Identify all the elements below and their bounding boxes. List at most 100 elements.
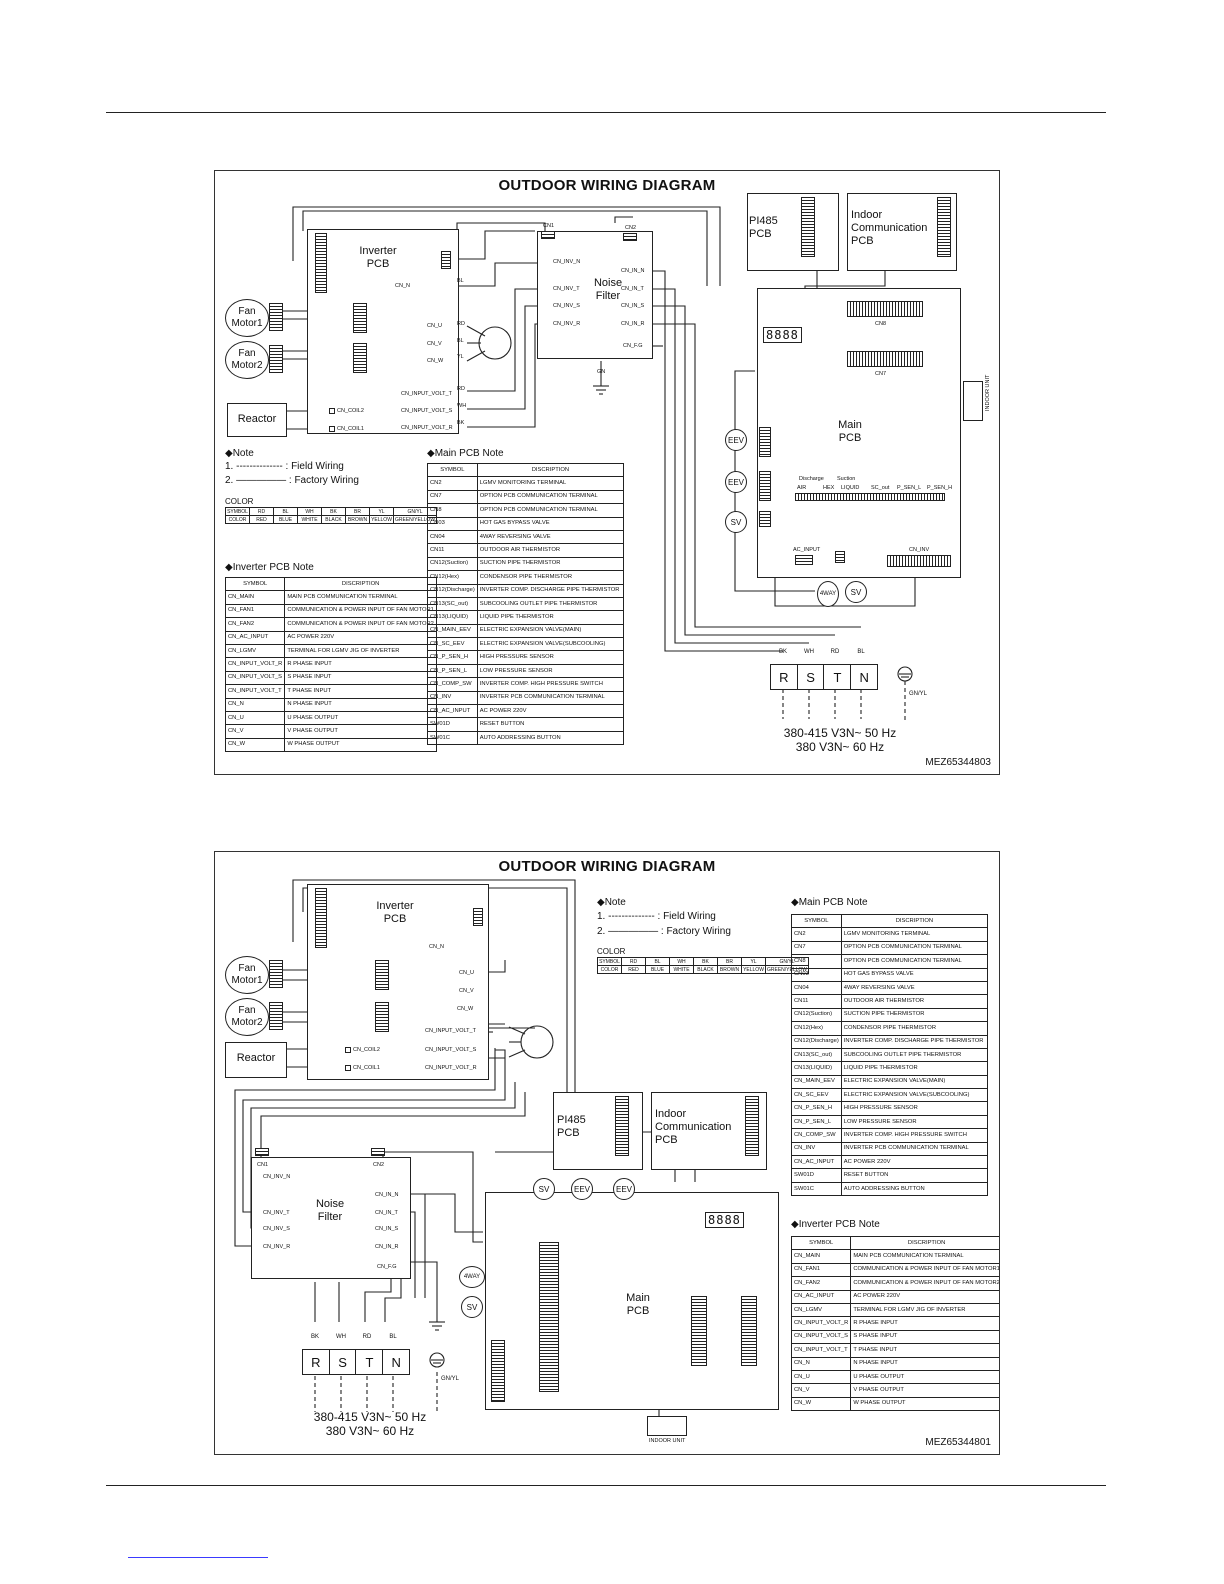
main-note-description: AUTO ADDRESSING BUTTON bbox=[840, 1181, 989, 1197]
diagram-1-voltage: 380-415 V3N~ 50 Hz 380 V3N~ 60 Hz bbox=[783, 726, 897, 754]
inv-note-description: R PHASE INPUT bbox=[284, 657, 437, 672]
inv-note-symbol: CN_U bbox=[224, 710, 286, 726]
note-field-wiring: 1. -------------- : Field Wiring bbox=[225, 461, 344, 472]
main-pcb-label-2: Main PCB bbox=[626, 1292, 650, 1317]
inv-note-description: W PHASE OUTPUT bbox=[850, 1396, 999, 1412]
color2-val-5: BROWN bbox=[717, 965, 742, 974]
pi485-cn6-connector bbox=[801, 197, 815, 257]
fourway-valve: 4WAY bbox=[817, 581, 839, 607]
main-note-description: OPTION PCB COMMUNICATION TERMINAL bbox=[476, 489, 625, 505]
coil2-pin bbox=[329, 408, 335, 414]
inv-note-description: U PHASE OUTPUT bbox=[284, 710, 437, 726]
inv-note-col-symbol: SYMBOL bbox=[224, 576, 286, 592]
fan-motor2-connector-2 bbox=[269, 1002, 283, 1030]
color-sym-5: BR bbox=[345, 507, 370, 516]
color-sym-6: YL bbox=[369, 507, 394, 516]
main-note-symbol: CN11 bbox=[427, 543, 478, 558]
eev-sc-valve-2: EEV bbox=[613, 1178, 635, 1200]
main-note-col-description: DISCRIPTION bbox=[840, 913, 989, 929]
main-note-symbol: CN12(Hex) bbox=[427, 570, 478, 585]
inv-note-description: W PHASE OUTPUT bbox=[284, 737, 437, 753]
inv-note-description: V PHASE OUTPUT bbox=[850, 1383, 999, 1398]
cn8-connector-2 bbox=[741, 1296, 757, 1366]
diagram-2-title: OUTDOOR WIRING DIAGRAM bbox=[498, 858, 716, 875]
main-note-description: AUTO ADDRESSING BUTTON bbox=[476, 730, 625, 746]
main-eev-connector bbox=[759, 471, 771, 501]
cn-fan1-connector bbox=[353, 303, 367, 333]
inv-pin-cn-n: CN_N bbox=[395, 283, 410, 289]
main-note-description: OPTION PCB COMMUNICATION TERMINAL bbox=[840, 954, 989, 969]
main-note-description: OUTDOOR AIR THERMISTOR bbox=[476, 543, 625, 558]
main-note-description: RESET BUTTON bbox=[476, 717, 625, 732]
inv-note-symbol: CN_N bbox=[224, 697, 286, 712]
main-note-description: INVERTER COMP. HIGH PRESSURE SWITCH bbox=[840, 1128, 989, 1143]
color-sym-4: BK bbox=[321, 507, 346, 516]
reactor-label-2: Reactor bbox=[236, 1052, 276, 1064]
terminal-r: R bbox=[769, 664, 798, 690]
indoor-comm-pcb-label-2: Indoor Communication PCB bbox=[655, 1108, 732, 1146]
sensor-connectors bbox=[795, 493, 945, 501]
main-note-symbol: CN12(Suction) bbox=[791, 1007, 842, 1023]
inv-note-description: S PHASE INPUT bbox=[284, 670, 437, 686]
cn-inv-connector bbox=[887, 555, 951, 567]
suction-label: Suction bbox=[837, 476, 856, 482]
main-note-symbol: CN12(Suction) bbox=[427, 556, 478, 572]
inv-note-symbol: CN_INPUT_VOLT_S bbox=[224, 670, 286, 686]
main-note-description: ELECTRIC EXPANSION VALVE(SUBCOOLING) bbox=[840, 1088, 989, 1103]
main-note-description: OUTDOOR AIR THERMISTOR bbox=[840, 994, 989, 1009]
inv2-pin-cn-u: CN_U bbox=[459, 970, 474, 976]
noise-filter-box-2 bbox=[251, 1157, 411, 1279]
inv-note-description: COMMUNICATION & POWER INPUT OF FAN MOTOR… bbox=[850, 1262, 999, 1278]
ac-input-label: AC_INPUT bbox=[793, 547, 821, 553]
sv-valve-2: SV bbox=[533, 1178, 555, 1200]
hot-gas-connector bbox=[835, 551, 845, 563]
main-note-description: INVERTER COMP. HIGH PRESSURE SWITCH bbox=[476, 677, 625, 692]
inv2-pin-volt-s: CN_INPUT_VOLT_S bbox=[425, 1047, 477, 1053]
inv2-pin-cn-w: CN_W bbox=[457, 1006, 474, 1012]
inv-note-description: U PHASE OUTPUT bbox=[850, 1369, 999, 1385]
color-sym-3: WH bbox=[297, 507, 322, 516]
color-val-5: BROWN bbox=[345, 515, 370, 524]
reactor-pin-coil1: CN_COIL1 bbox=[337, 426, 364, 432]
footer-rule bbox=[106, 1485, 1106, 1486]
main-note-description: SUCTION PIPE THERMISTOR bbox=[840, 1007, 989, 1023]
main-note-symbol: CN_P_SEN_L bbox=[791, 1114, 842, 1130]
inv-pin-cn-u: CN_U bbox=[427, 323, 442, 329]
main-note-description: INVERTER COMP. DISCHARGE PIPE THERMISTOR bbox=[840, 1034, 989, 1049]
color2-sym-1: RD bbox=[621, 957, 646, 966]
wire2-rd: RD bbox=[362, 1334, 372, 1340]
main-note-description: OPTION PCB COMMUNICATION TERMINAL bbox=[840, 940, 989, 956]
eev-main-valve: EEV bbox=[725, 471, 747, 493]
fan-motor1-2: Fan Motor1 bbox=[225, 956, 269, 994]
fan-motor1-connector bbox=[269, 303, 283, 331]
wire-color-yl: YL bbox=[457, 354, 464, 360]
sv-hotgas-valve: SV bbox=[845, 581, 867, 603]
fan-motor1: Fan Motor1 bbox=[225, 299, 269, 337]
main-note-description: ELECTRIC EXPANSION VALVE(MAIN) bbox=[840, 1074, 989, 1090]
cn-main-connector bbox=[315, 233, 327, 293]
main-note-description: SUBCOOLING OUTLET PIPE THERMISTOR bbox=[476, 596, 625, 612]
diagram-2-code: MEZ65344801 bbox=[925, 1437, 991, 1448]
inv-note-symbol: CN_MAIN bbox=[790, 1249, 852, 1264]
terminal-wire-labels-2: BK WH RD BL bbox=[302, 1334, 406, 1340]
main-note-description: AC POWER 220V bbox=[840, 1155, 989, 1170]
main-note-col-description: DISCRIPTION bbox=[476, 462, 625, 478]
main-note-symbol: CN11 bbox=[791, 994, 842, 1009]
inv-note-symbol: CN_W bbox=[790, 1396, 852, 1412]
main-note-description: LGMV MONITORING TERMINAL bbox=[840, 927, 989, 942]
